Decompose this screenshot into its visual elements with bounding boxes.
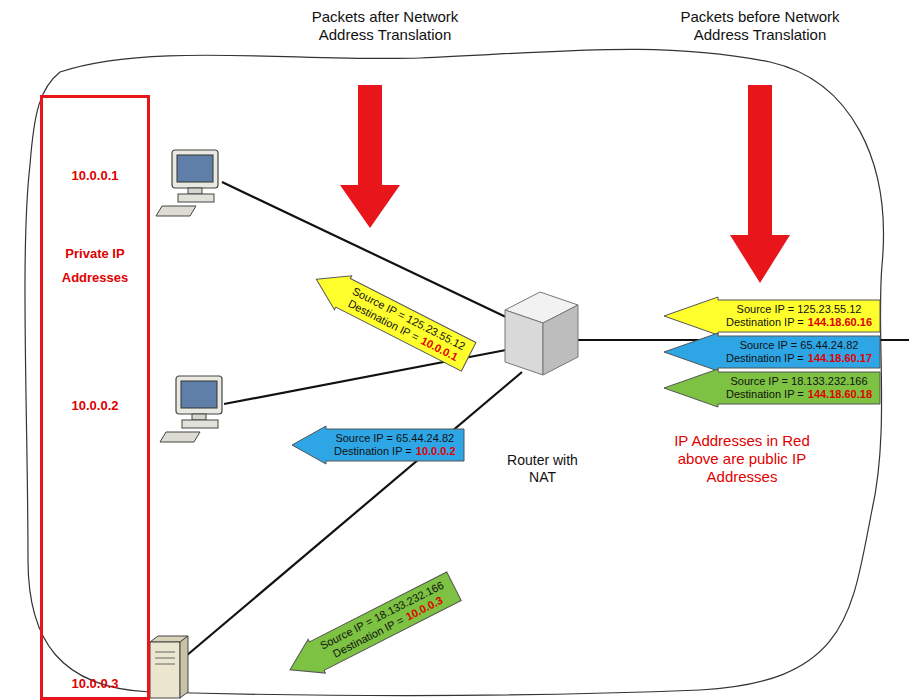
packet-arrow: Source IP = 125.23.55.12Destination IP =…: [309, 265, 476, 371]
destination-line: Destination IP = 144.18.60.17: [726, 352, 872, 365]
packet-text: Source IP = 18.133.232.166Destination IP…: [726, 375, 872, 401]
heading-label: Packets before Network Address Translati…: [660, 8, 860, 44]
destination-line: Destination IP = 144.18.60.16: [726, 316, 872, 329]
packet-arrow: Source IP = 65.44.24.82Destination IP = 1…: [292, 429, 464, 461]
packet-arrow: Source IP = 65.44.24.82Destination IP = 1…: [664, 336, 880, 368]
device-label: Router with NAT: [495, 452, 590, 486]
wire: [186, 372, 522, 656]
ip-address: 10.0.0.1: [47, 164, 143, 188]
packet-text: Source IP = 18.133.232.166Destination IP…: [318, 579, 452, 664]
destination-line: Destination IP = 144.18.60.18: [726, 388, 872, 401]
arrow-outline: [292, 426, 464, 464]
packet-arrow: Source IP = 18.133.232.166Destination IP…: [664, 372, 880, 404]
packet-arrow: Source IP = 18.133.232.166Destination IP…: [283, 572, 461, 684]
arrow-outline: [281, 569, 462, 686]
source-ip: Source IP = 18.133.232.166: [726, 375, 872, 388]
note: IP Addresses in Red above are public IP …: [672, 432, 812, 486]
packet-text: Source IP = 125.23.55.12Destination IP =…: [726, 303, 872, 329]
heading-label: Packets after Network Address Translatio…: [285, 8, 485, 44]
computer-icon: [160, 376, 222, 442]
source-ip: Source IP = 65.44.24.82: [334, 432, 456, 445]
down-arrow: [340, 85, 400, 228]
router-icon: [505, 292, 578, 375]
computer-icon: [156, 150, 218, 216]
server-icon: [150, 636, 188, 698]
destination-ip-label: Destination IP =: [726, 388, 804, 400]
arrow-outline: [664, 369, 880, 407]
down-arrow: [730, 85, 790, 283]
group-label: Private IP Addresses: [47, 242, 143, 290]
network-wires: [186, 182, 909, 656]
source-ip: Source IP = 65.44.24.82: [726, 339, 872, 352]
packet-text: Source IP = 125.23.55.12Destination IP =…: [344, 285, 467, 365]
ip-address: 10.0.0.3: [47, 672, 143, 696]
source-ip: Source IP = 125.23.55.12: [726, 303, 872, 316]
packet-arrow: Source IP = 125.23.55.12Destination IP =…: [664, 300, 880, 332]
destination-ip-label: Destination IP =: [334, 445, 412, 457]
destination-ip: 144.18.60.17: [808, 352, 872, 364]
private-address-box: 10.0.0.1Private IP Addresses 10.0.0.2 10.0…: [40, 95, 150, 700]
packet-text: Source IP = 65.44.24.82Destination IP = 1…: [726, 339, 872, 365]
packet-text: Source IP = 65.44.24.82Destination IP = 1…: [334, 432, 456, 458]
destination-ip: 10.0.0.2: [416, 445, 456, 457]
arrow-outline: [664, 333, 880, 371]
destination-ip-label: Destination IP =: [726, 316, 804, 328]
destination-ip: 144.18.60.16: [808, 316, 872, 328]
destination-ip-label: Destination IP =: [726, 352, 804, 364]
arrow-outline: [307, 262, 477, 373]
network-cloud: [25, 49, 883, 695]
destination-line: Destination IP = 10.0.0.2: [334, 445, 456, 458]
arrow-outline: [664, 297, 880, 335]
ip-address: 10.0.0.2: [47, 394, 143, 418]
destination-ip: 144.18.60.18: [808, 388, 872, 400]
